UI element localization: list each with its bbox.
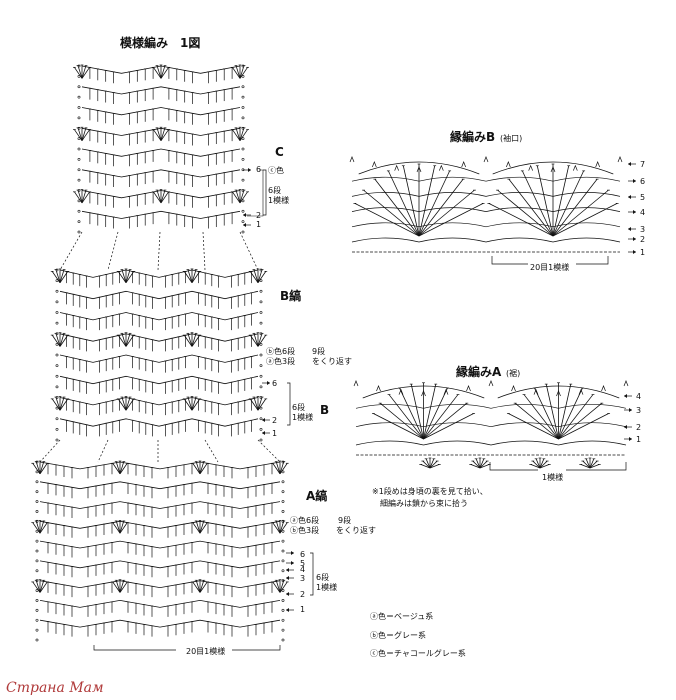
- panel-b-label: B: [320, 403, 329, 417]
- panel-a-rows-note: 6段: [316, 572, 329, 582]
- panel-c-label: C: [275, 145, 284, 159]
- edging-a-repeat-label: 1模様: [542, 472, 563, 482]
- edging-b-subtitle: (袖口): [500, 133, 522, 143]
- edging-a-row-1: 1: [636, 435, 641, 444]
- legend-item-a: ⓐ色＝ベージュ系: [370, 611, 433, 621]
- edging-a-row-4: 4: [636, 392, 641, 401]
- panel-a-repeat-2: をくり返す: [336, 526, 376, 535]
- panel-a-row-4: 4: [300, 565, 305, 574]
- panel-c-row-2: 2: [256, 211, 261, 220]
- edging-a-row-2: 2: [636, 423, 641, 432]
- panel-b-row-6: 6: [272, 379, 277, 388]
- panel-a-repeat-1: 9段: [338, 515, 351, 525]
- panel-b-row-2: 2: [272, 416, 277, 425]
- panel-a-heading: A縞: [306, 488, 327, 503]
- edging-b-chart: [349, 156, 636, 265]
- panel-b-rows-note-2: 1模様: [292, 412, 313, 422]
- panel-a-chart: [31, 439, 314, 651]
- panel-a-row-1: 1: [300, 605, 305, 614]
- panel-c-rows-note-2: 1模様: [268, 195, 289, 205]
- edging-b-row-3: 3: [640, 225, 645, 234]
- main-title: 模様編み 1図: [120, 35, 200, 50]
- panel-a-rows-note-2: 1模様: [316, 582, 337, 592]
- panel-c-row-1: 1: [256, 220, 261, 229]
- edging-b-title: 縁編みB: [450, 129, 495, 144]
- panel-c-row-6: 6: [256, 165, 261, 174]
- edging-b-row-7: 7: [640, 160, 645, 169]
- watermark: Страна Мам: [6, 680, 104, 696]
- edging-b-row-4: 4: [640, 208, 645, 217]
- edging-a-subtitle: (裾): [506, 368, 520, 378]
- edging-b-row-2: 2: [640, 235, 645, 244]
- edging-b-repeat-label: 20目1模様: [530, 262, 569, 272]
- panel-a-row-5: 5: [300, 559, 305, 568]
- panel-b-stripe-2: ⓐ色3段: [266, 356, 295, 366]
- panel-a-row-3: 3: [300, 574, 305, 583]
- panel-a-row-2: 2: [300, 590, 305, 599]
- panel-b-rows-note: 6段: [292, 402, 305, 412]
- panel-c-chart: [72, 64, 267, 234]
- edging-a-title: 縁編みA: [456, 364, 502, 379]
- panel-b-repeat-2: をくり返す: [312, 357, 352, 366]
- edging-a-note-1: ※1段めは身頃の裏を見て拾い、: [372, 486, 488, 496]
- panel-c-rows-note: 6段: [268, 185, 281, 195]
- edging-a-chart: [353, 380, 632, 471]
- panel-a-repeat-label: 20目1模様: [186, 646, 225, 656]
- panel-b-chart: [50, 231, 291, 442]
- panel-b-heading: B縞: [280, 288, 301, 303]
- panel-b-row-1: 1: [272, 429, 277, 438]
- panel-a-stripe-1: ⓐ色6段: [290, 515, 319, 525]
- legend-item-c: ⓒ色＝チャコールグレー系: [370, 648, 466, 658]
- edging-b-row-1: 1: [640, 248, 645, 257]
- panel-a-stripe-2: ⓑ色3段: [290, 525, 319, 535]
- edging-b-row-6: 6: [640, 177, 645, 186]
- panel-a-row-6: 6: [300, 550, 305, 559]
- legend-item-b: ⓑ色＝グレー系: [370, 630, 426, 640]
- panel-b-repeat-1: 9段: [312, 346, 325, 356]
- edging-b-row-5: 5: [640, 193, 645, 202]
- edging-a-note-2: 細編みは鎖から束に拾う: [380, 498, 468, 508]
- panel-c-color-note: ⓒ色: [268, 165, 284, 175]
- edging-a-row-3: 3: [636, 406, 641, 415]
- panel-b-stripe-1: ⓑ色6段: [266, 346, 295, 356]
